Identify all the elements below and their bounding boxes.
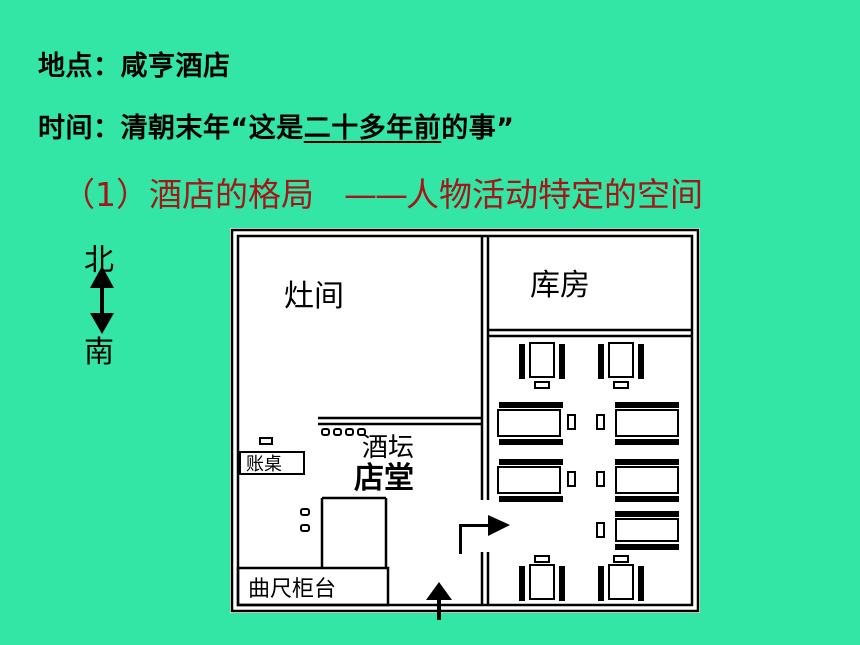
compass-south: 南 (84, 335, 114, 370)
ledger-desk (239, 451, 305, 475)
section-heading: （1）酒店的格局 ——人物活动特定的空间 (62, 168, 703, 216)
storeroom-label: 库房 (530, 268, 590, 303)
kitchen-partition (318, 416, 482, 426)
kitchen-label: 灶间 (284, 279, 344, 314)
location-value: 咸亨酒店 (120, 51, 231, 82)
wine-jars (321, 428, 366, 436)
right-room-furniture (497, 342, 679, 601)
turn-arrow-icon (459, 515, 510, 554)
outer-walls (230, 228, 700, 613)
hall-label: 店堂 (354, 461, 414, 496)
counter-label: 曲尺柜台 (248, 577, 336, 602)
counter (236, 496, 390, 607)
storeroom-wall (488, 328, 692, 338)
ledger-stool (259, 437, 273, 445)
time-line: 时间：清朝末年“这是二十多年前的事” (38, 106, 515, 145)
location-label: 地点： (38, 51, 121, 82)
inner-divider-vertical (480, 236, 490, 605)
location-line: 地点：咸亨酒店 (38, 44, 231, 83)
ledger-desk-label: 账桌 (246, 454, 282, 475)
time-value-after: 的事” (441, 113, 515, 144)
time-value-underlined: 二十多年前 (303, 113, 442, 144)
wine-jars-label: 酒坛 (362, 433, 414, 463)
time-value-before: 清朝末年“这是 (120, 113, 304, 144)
compass-arrow (90, 266, 114, 334)
section-subtitle: 人物活动特定的空间 (406, 175, 703, 214)
time-label: 时间： (38, 113, 121, 144)
section-title: 酒店的格局 (149, 175, 314, 214)
section-number: （1） (62, 175, 149, 214)
section-dash: —— (344, 175, 408, 214)
counter-stools (300, 508, 310, 532)
entrance-arrow-icon (426, 582, 452, 620)
